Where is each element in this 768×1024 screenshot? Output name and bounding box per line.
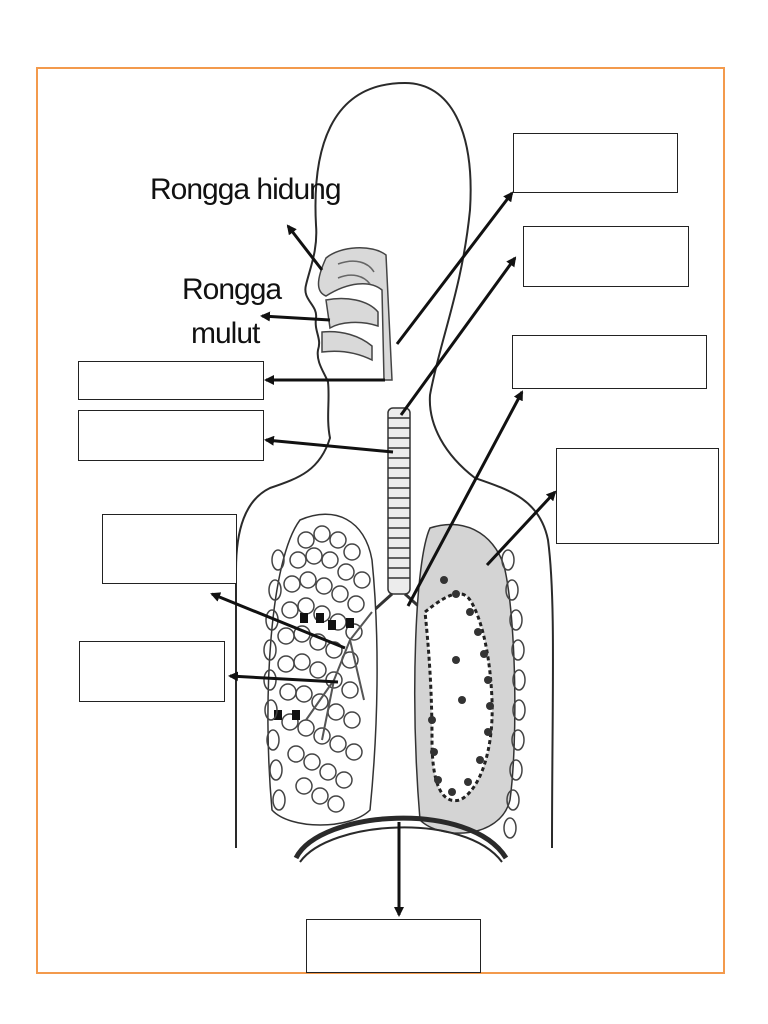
label-oral-cavity-line1: Rongga	[182, 273, 282, 306]
answer-box-bottom[interactable]	[306, 919, 481, 973]
right-lung	[414, 523, 516, 834]
pointer-arrows	[210, 191, 557, 917]
label-nasal-cavity: Rongga hidung	[150, 173, 341, 206]
left-lung	[267, 513, 378, 826]
arrow-right-lung	[485, 490, 557, 567]
body-outline	[235, 82, 554, 849]
airway-cavity	[317, 247, 393, 381]
answer-box-right-lung[interactable]	[556, 448, 719, 544]
label-oral-cavity-line2: mulut	[191, 317, 261, 350]
arrow-left-4	[228, 671, 339, 684]
arrow-top-right-1	[395, 191, 514, 345]
arrow-left-3	[210, 592, 346, 650]
answer-box-left-2[interactable]	[78, 410, 264, 461]
arrow-oral-cavity	[260, 311, 331, 322]
arrow-left-2	[264, 435, 394, 454]
trachea	[370, 407, 427, 614]
answer-box-top-right-3[interactable]	[512, 335, 707, 389]
answer-box-left-1[interactable]	[78, 361, 264, 400]
rib-chain-right	[501, 549, 526, 839]
worksheet-frame	[36, 67, 725, 974]
arrow-top-right-3	[406, 390, 524, 607]
answer-box-left-3[interactable]	[102, 514, 237, 584]
answer-box-top-right-1[interactable]	[513, 133, 678, 193]
arrow-nasal-cavity	[286, 224, 324, 271]
answer-box-left-4[interactable]	[79, 641, 225, 702]
arrow-top-right-2	[399, 256, 517, 416]
answer-box-top-right-2[interactable]	[523, 226, 689, 287]
